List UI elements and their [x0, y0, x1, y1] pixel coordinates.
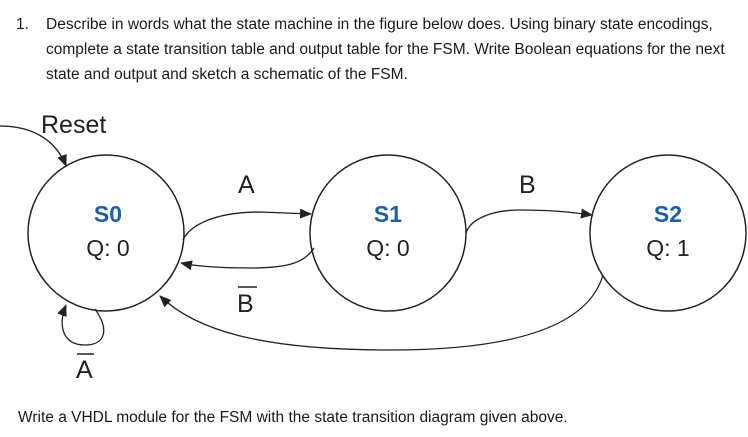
state-s0 [27, 154, 185, 312]
transition-s0-self [57, 304, 105, 346]
state-s1-name: S1 [374, 201, 402, 227]
reset-arrow [0, 125, 67, 167]
transition-s1-s2 [465, 208, 593, 234]
reset-label: Reset [41, 111, 106, 139]
state-s0-name: S0 [94, 201, 122, 227]
state-s2-name: S2 [654, 201, 682, 227]
transition-s0-s1 [182, 208, 312, 241]
transition-s2-s0 [159, 274, 604, 351]
question-number: 1. [16, 16, 29, 33]
state-s1 [309, 154, 467, 312]
transition-s1-s0 [180, 247, 315, 271]
state-s2 [589, 154, 747, 312]
state-s2-output: Q: 1 [646, 235, 689, 261]
state-s0-output: Q: 0 [86, 235, 129, 261]
transition-s1-s2-label: B [519, 171, 536, 199]
footer-text: Write a VHDL module for the FSM with the… [18, 409, 568, 426]
transition-s1-s0-label: B [237, 290, 254, 318]
transition-s0-self-label: A [76, 356, 93, 384]
question-text: Describe in words what the state machine… [46, 16, 725, 83]
transition-s0-s1-label: A [238, 171, 255, 199]
state-s1-output: Q: 0 [366, 235, 409, 261]
